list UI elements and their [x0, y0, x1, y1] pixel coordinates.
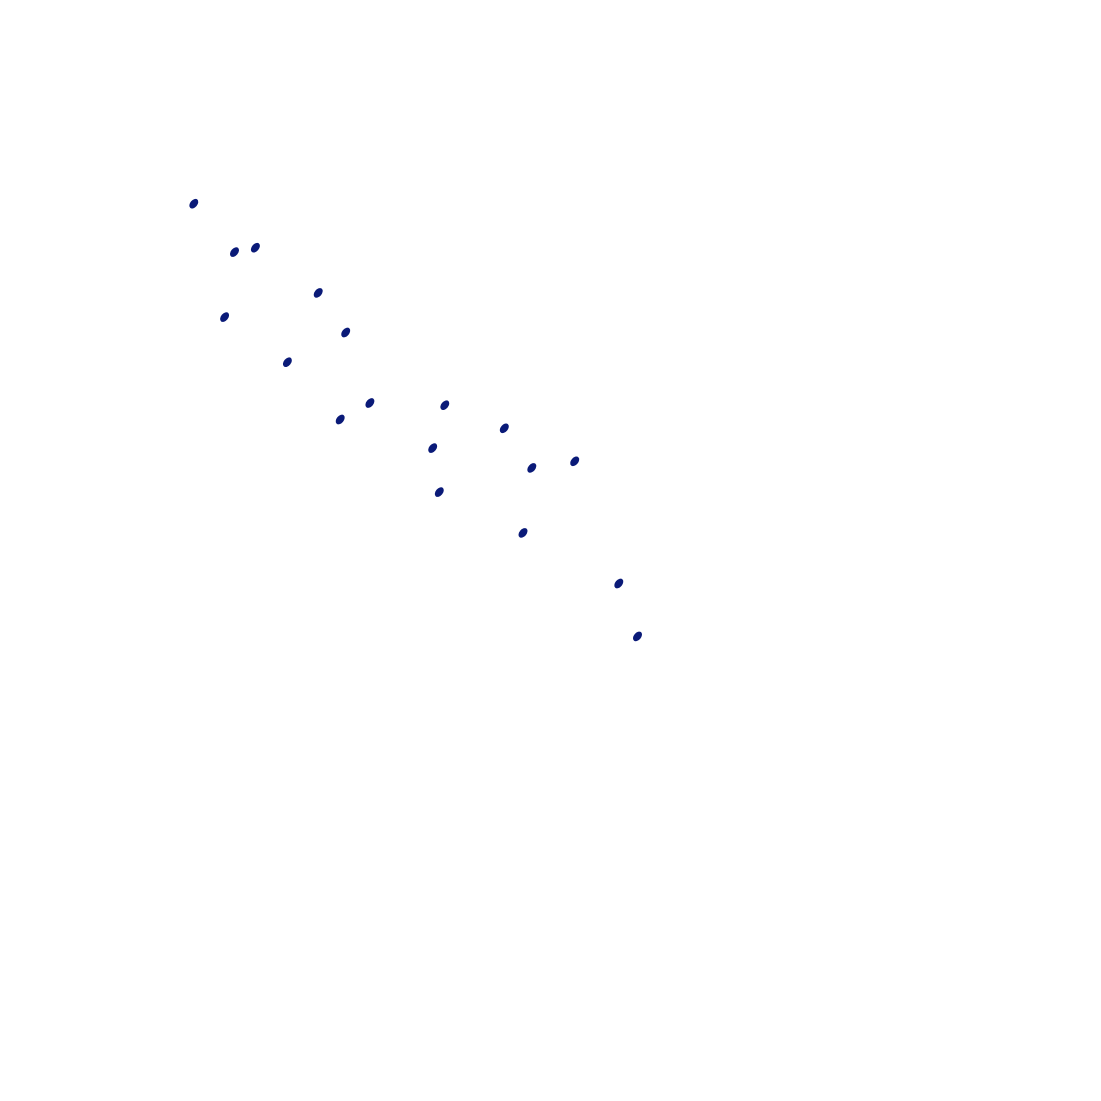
data-point: [570, 456, 580, 467]
data-point: [250, 242, 260, 253]
data-point: [633, 631, 642, 642]
data-point: [189, 198, 199, 209]
data-point: [335, 414, 345, 425]
data-points: [189, 198, 642, 642]
data-point: [434, 487, 444, 497]
data-point: [527, 463, 537, 473]
data-point: [341, 327, 351, 338]
data-point: [313, 288, 323, 298]
data-point: [518, 528, 528, 538]
data-point: [230, 247, 239, 257]
data-point: [614, 578, 624, 589]
data-point: [365, 398, 375, 408]
data-point: [282, 357, 292, 368]
data-point: [428, 443, 438, 453]
data-point: [440, 400, 450, 411]
data-point: [220, 312, 230, 322]
data-point: [499, 423, 509, 434]
